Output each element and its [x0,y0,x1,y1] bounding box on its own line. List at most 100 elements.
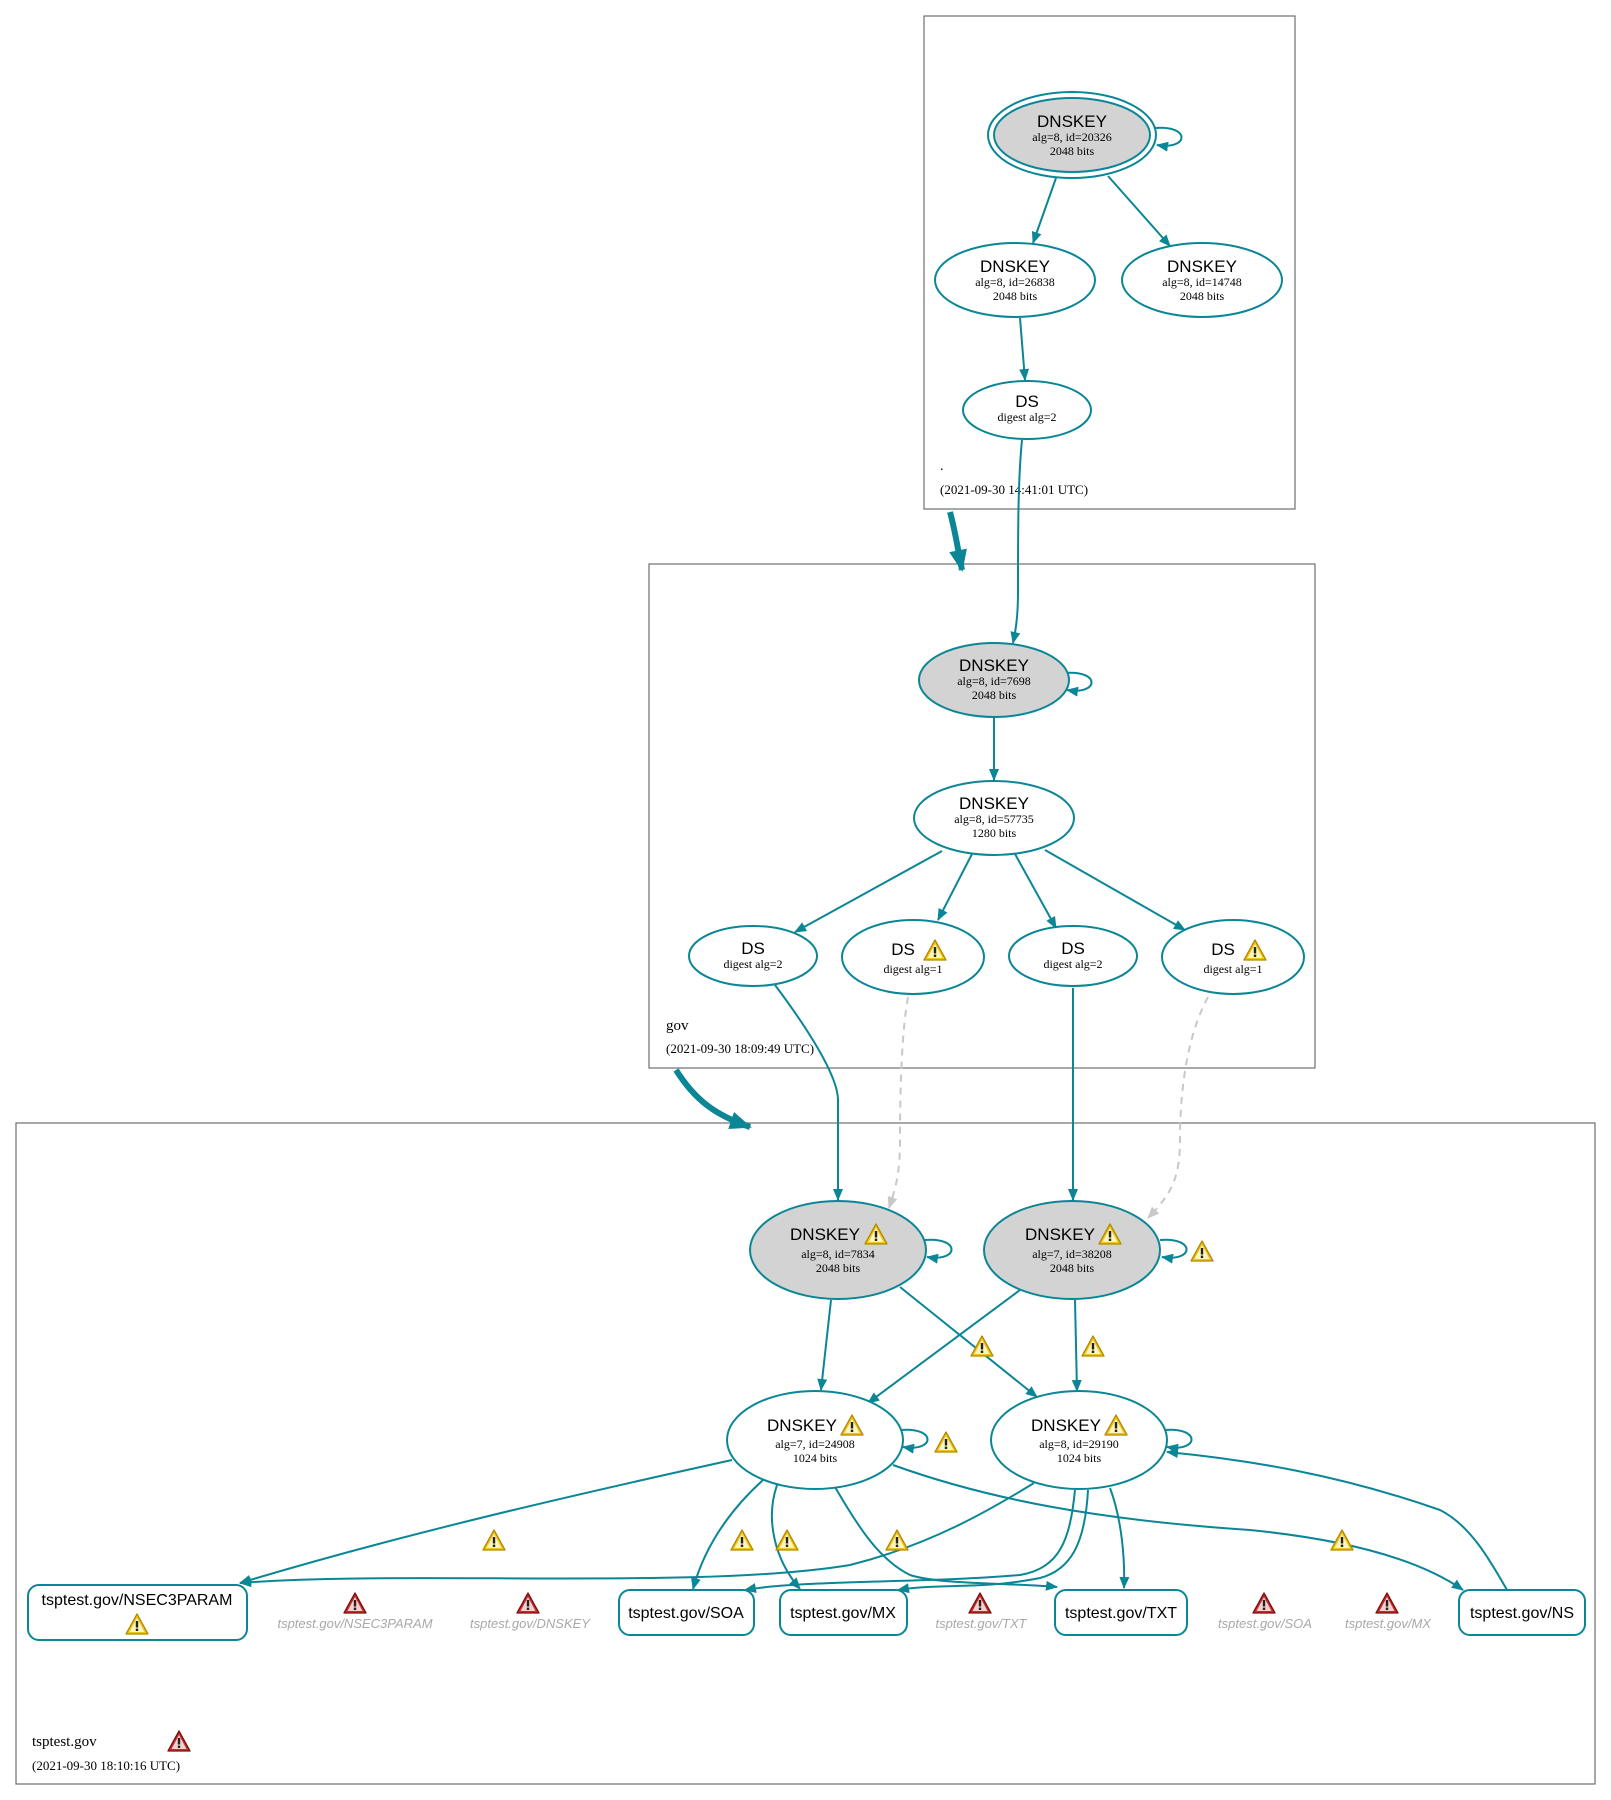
missing-soa: tsptest.gov/SOA [1218,1592,1312,1631]
missing-dnskey-label: tsptest.gov/DNSKEY [470,1616,591,1631]
zone-root: . (2021-09-30 14:41:01 UTC) [923,15,1296,510]
zone-tsptest-name: tsptest.gov [32,1734,97,1750]
missing-txt: tsptest.gov/TXT [935,1592,1028,1631]
node-gov-ksk-title: DNSKEY [959,656,1029,675]
zone-tsptest: tsptest.gov (2021-09-30 18:10:16 UTC) [15,1122,1596,1785]
node-gov-ds2[interactable]: DS digest alg=1 [841,919,985,995]
node-ts-ksk2-line2: 2048 bits [1050,1261,1095,1275]
edge-gov-ksk-self [1064,671,1093,697]
node-root-zsk1[interactable]: DNSKEY alg=8, id=26838 2048 bits [934,242,1096,318]
edge-root-ds-gov-ksk [1010,439,1023,644]
node-gov-ds2-title: DS [891,940,915,959]
node-root-ds[interactable]: DS digest alg=2 [962,380,1092,440]
missing-soa-error-icon [1252,1592,1276,1614]
warning-icon-zsk1-txt [885,1529,909,1551]
node-root-ksk[interactable]: DNSKEY alg=8, id=20326 2048 bits [987,91,1157,179]
node-root-zsk1-line2: 2048 bits [993,289,1038,303]
edge-ts-zsk2-soa [744,1489,1076,1593]
missing-nsec3param-label: tsptest.gov/NSEC3PARAM [277,1616,432,1631]
node-ts-ksk1-line2: 2048 bits [816,1261,861,1275]
edge-root-ksk-self [1154,126,1183,152]
node-gov-ds4[interactable]: DS digest alg=1 [1161,919,1305,995]
rrset-ns-label: tsptest.gov/NS [1470,1605,1574,1622]
node-root-ksk-line1: alg=8, id=20326 [1032,130,1112,144]
node-gov-ds1[interactable]: DS digest alg=2 [688,925,818,987]
edge-ts-ksk1-self [924,1238,953,1264]
rrset-soa[interactable]: tsptest.gov/SOA [618,1589,755,1636]
edge-root-zsk1-ds [1019,317,1030,381]
node-ts-zsk2-line2: 1024 bits [1057,1451,1102,1465]
node-gov-ds4-line1: digest alg=1 [1203,962,1262,976]
rrset-soa-label: tsptest.gov/SOA [628,1605,744,1622]
node-ts-ksk2[interactable]: DNSKEY alg=7, id=38208 2048 bits [983,1200,1161,1300]
node-root-ds-title: DS [1015,392,1039,411]
node-ts-ksk1-title: DNSKEY [790,1225,860,1244]
node-gov-zsk-line2: 1280 bits [972,826,1017,840]
missing-mx-label: tsptest.gov/MX [1345,1616,1432,1631]
warning-icon-ksk2-zsk2 [1081,1335,1105,1357]
edge-ts-zsk1-txt [834,1486,1058,1591]
edge-ts-zsk2-mx [897,1489,1089,1594]
edge-ts-zsk2-txt [1109,1487,1130,1589]
node-ts-zsk1-line1: alg=7, id=24908 [775,1437,855,1451]
missing-nsec3param-error-icon [343,1592,367,1614]
node-ts-ksk1[interactable]: DNSKEY alg=8, id=7834 2048 bits [749,1200,927,1300]
edge-warnings [482,1240,1354,1551]
zone-gov-timestamp: (2021-09-30 18:09:49 UTC) [666,1041,814,1056]
node-gov-ksk-line1: alg=8, id=7698 [957,674,1031,688]
node-ts-zsk1-title: DNSKEY [767,1416,837,1435]
node-root-zsk2[interactable]: DNSKEY alg=8, id=14748 2048 bits [1121,242,1283,318]
node-root-ds-line1: digest alg=2 [997,410,1056,424]
node-ts-zsk2[interactable]: DNSKEY alg=8, id=29190 1024 bits [990,1390,1168,1490]
node-gov-zsk-line1: alg=8, id=57735 [954,812,1034,826]
missing-txt-label: tsptest.gov/TXT [935,1616,1027,1631]
edge-ts-zsk1-ns [892,1464,1464,1591]
edge-ts-ksk2-zsk1 [867,1289,1021,1404]
node-gov-ksk-line2: 2048 bits [972,688,1017,702]
edge-ts-ksk2-zsk2 [1071,1299,1082,1392]
node-gov-ds3-line1: digest alg=2 [1043,957,1102,971]
rrset-ns[interactable]: tsptest.gov/NS [1458,1589,1586,1636]
zone-root-timestamp: (2021-09-30 14:41:01 UTC) [940,482,1088,497]
node-gov-zsk[interactable]: DNSKEY alg=8, id=57735 1280 bits [913,780,1075,856]
delegation-arrow-gov-tsptest [673,1068,752,1130]
node-root-zsk2-title: DNSKEY [1167,257,1237,276]
node-gov-ds3-title: DS [1061,939,1085,958]
edge-ts-zsk2-self [1164,1428,1193,1454]
edge-ts-zsk1-nsec3param [239,1459,733,1585]
rrset-nsec3param[interactable]: tsptest.gov/NSEC3PARAM [27,1584,248,1641]
zone-gov-name: gov [666,1018,689,1034]
node-ts-zsk1[interactable]: DNSKEY alg=7, id=24908 1024 bits [726,1390,904,1490]
node-root-zsk2-line1: alg=8, id=14748 [1162,275,1242,289]
zone-tsptest-timestamp: (2021-09-30 18:10:16 UTC) [32,1758,180,1773]
missing-nsec3param: tsptest.gov/NSEC3PARAM [277,1592,433,1631]
warning-icon-zsk1-self [934,1431,958,1453]
node-gov-ds2-line1: digest alg=1 [883,962,942,976]
node-gov-ds3[interactable]: DS digest alg=2 [1008,925,1138,987]
edge-ts-ns-zsk2 [1166,1448,1508,1591]
edge-gov-zsk-ds1 [794,850,943,933]
edge-gov-zsk-ds2 [937,853,973,921]
edge-ts-ksk2-self [1159,1238,1188,1264]
node-ts-ksk2-line1: alg=7, id=38208 [1032,1247,1112,1261]
node-gov-ds1-title: DS [741,939,765,958]
node-ts-ksk1-line1: alg=8, id=7834 [801,1247,875,1261]
node-gov-ds4-title: DS [1211,940,1235,959]
edge-gov-zsk-ds3 [1014,853,1057,929]
rrset-txt[interactable]: tsptest.gov/TXT [1054,1589,1188,1636]
node-root-zsk1-title: DNSKEY [980,257,1050,276]
edge-ts-zsk1-self [900,1428,929,1454]
node-root-ksk-line2: 2048 bits [1050,144,1095,158]
dashed-edges [887,996,1209,1219]
node-ts-zsk2-line1: alg=8, id=29190 [1039,1437,1119,1451]
rrset-mx[interactable]: tsptest.gov/MX [779,1589,908,1636]
zone-error-icon [167,1730,191,1752]
zone-tsptest-box [15,1122,1596,1785]
node-gov-ds1-line1: digest alg=2 [723,957,782,971]
node-root-zsk1-line1: alg=8, id=26838 [975,275,1055,289]
edge-ts-ksk1-zsk2 [899,1286,1038,1398]
node-gov-ksk[interactable]: DNSKEY alg=8, id=7698 2048 bits [918,642,1070,718]
missing-txt-error-icon [968,1592,992,1614]
edge-gov-ds2-ts-ksk1 [887,996,909,1209]
missing-mx-error-icon [1375,1592,1399,1614]
